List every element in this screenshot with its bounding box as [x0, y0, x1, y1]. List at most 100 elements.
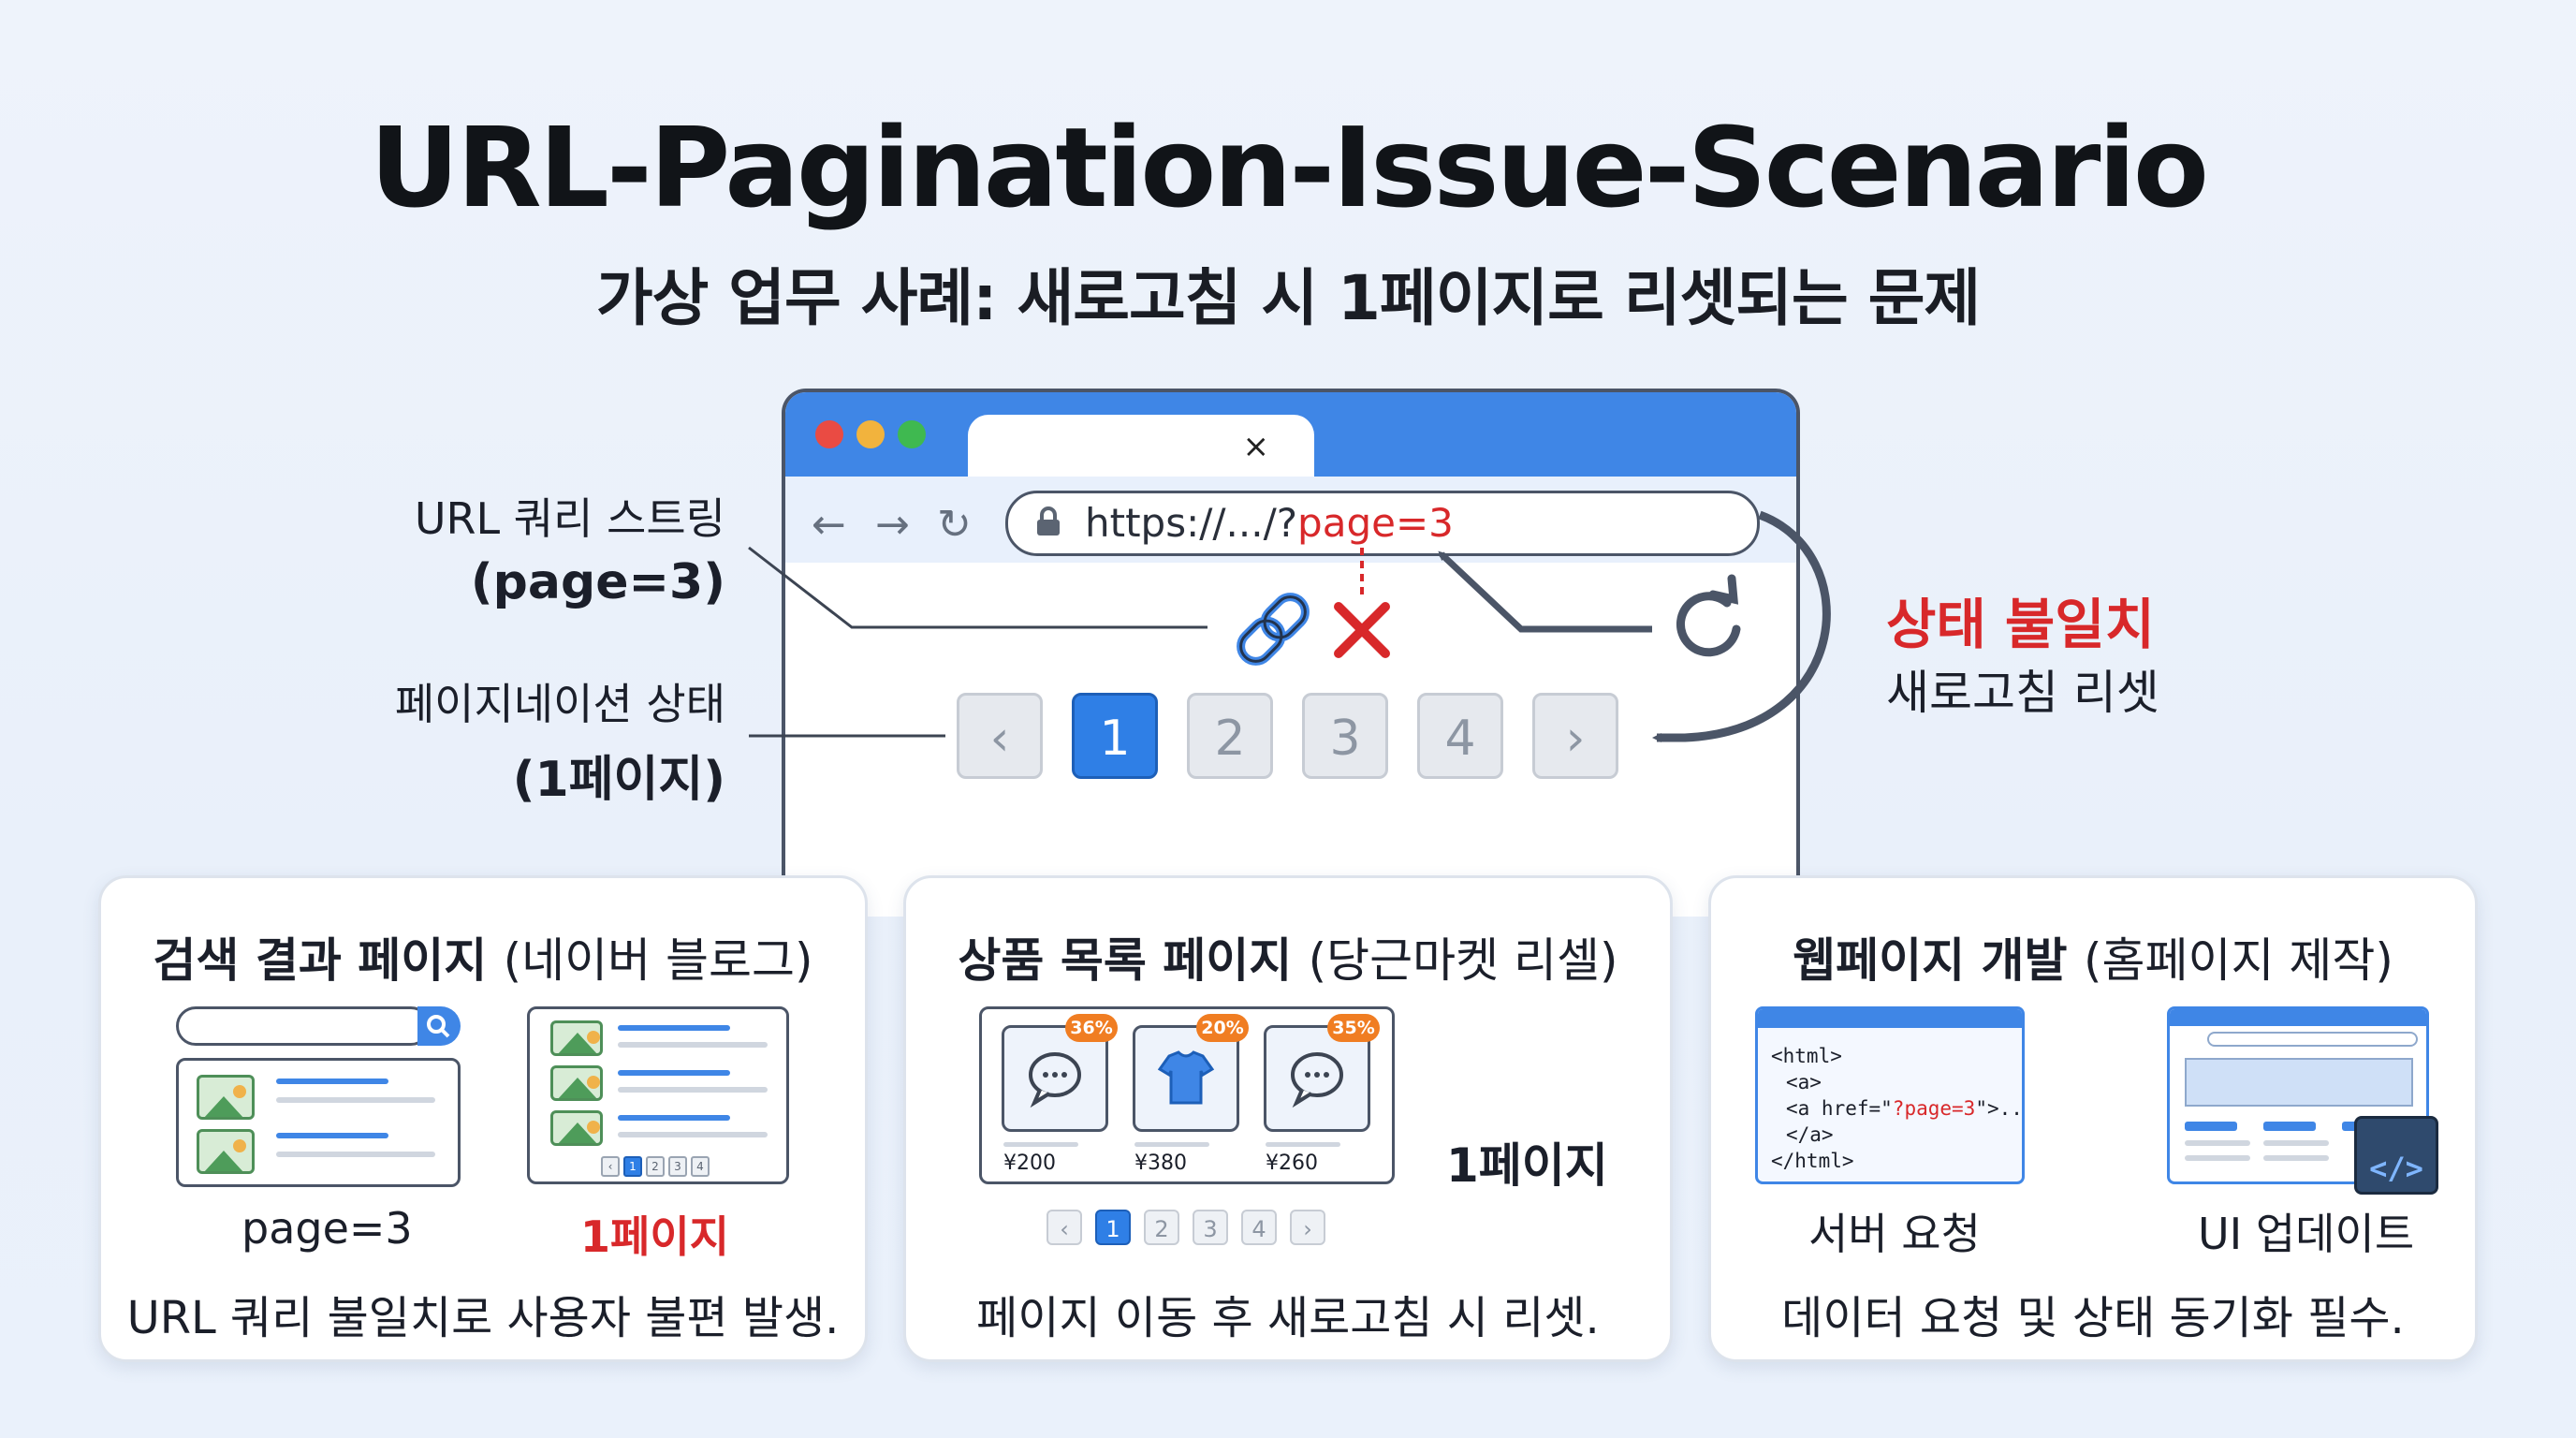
minimize-dot-icon[interactable]	[856, 420, 885, 448]
tshirt-icon	[1157, 1050, 1215, 1105]
search-icon[interactable]	[417, 1006, 461, 1046]
code-line: </html>	[1771, 1150, 1854, 1172]
product-name-line	[1266, 1142, 1340, 1147]
mini-page-1[interactable]: 1	[623, 1156, 642, 1177]
pagination-page-3[interactable]: 3	[1302, 693, 1388, 779]
product-price: ¥200	[1003, 1152, 1056, 1175]
image-icon	[197, 1075, 255, 1120]
result-title-line	[618, 1070, 730, 1076]
url-label-connector	[748, 546, 1208, 629]
url-query-text: page=3	[1297, 500, 1454, 546]
code-icon: </>	[2354, 1116, 2438, 1195]
url-base-text: https://.../?	[1085, 500, 1298, 546]
dev-card-title-paren: (홈페이지 제작)	[2083, 933, 2393, 988]
pagination-state-value: (1페이지)	[512, 752, 725, 808]
dev-card-title-main: 웹페이지 개발	[1793, 933, 2068, 988]
product-tile[interactable]	[1002, 1025, 1108, 1132]
browser-window: × ← → ↻ https://.../?page=3	[782, 389, 1800, 917]
result-title-line	[618, 1115, 730, 1121]
product-page-prev[interactable]: ‹	[1046, 1210, 1082, 1245]
code-line: <html>	[1771, 1045, 1842, 1067]
result-title-line	[276, 1133, 388, 1138]
reload-icon[interactable]: ↻	[937, 501, 972, 549]
search-card-title-main: 검색 결과 페이지	[153, 933, 488, 988]
result-title-line	[618, 1025, 730, 1031]
reset-curve-arrow	[1652, 510, 1831, 742]
product-tile[interactable]	[1264, 1025, 1370, 1132]
maximize-dot-icon[interactable]	[898, 420, 926, 448]
product-price: ¥260	[1266, 1152, 1318, 1175]
page-title: URL-Pagination-Issue-Scenario	[370, 103, 2209, 232]
mini-page-4[interactable]: 4	[691, 1156, 710, 1177]
pagination-prev-button[interactable]: ‹	[957, 693, 1043, 779]
tab-close-icon[interactable]: ×	[1242, 428, 1270, 465]
product-page-2[interactable]: 2	[1144, 1210, 1179, 1245]
result-text-line	[276, 1097, 435, 1103]
code-line: </a>	[1786, 1123, 1834, 1146]
server-request-label: 서버 요청	[1808, 1209, 1981, 1259]
flow-to-label: 1페이지	[580, 1211, 729, 1262]
ui-update-label: UI 업데이트	[2198, 1209, 2415, 1259]
product-page-next[interactable]: ›	[1290, 1210, 1325, 1245]
pagination-page-2[interactable]: 2	[1187, 693, 1273, 779]
refresh-icon	[1676, 574, 1741, 657]
code-editor-mock: <html> <a> <a href="?page=3">... </a> </…	[1755, 1006, 2025, 1184]
browser-tab[interactable]: ×	[968, 415, 1314, 480]
url-query-label: URL 쿼리 스트링	[414, 493, 725, 544]
chat-icon	[1029, 1052, 1081, 1108]
chat-icon	[1291, 1052, 1343, 1108]
pagination-page-1[interactable]: 1	[1072, 693, 1158, 779]
product-page-3[interactable]: 3	[1193, 1210, 1228, 1245]
search-card-title: 검색 결과 페이지 (네이버 블로그)	[101, 923, 865, 990]
pagination-state-annotation: 페이지네이션 상태 (1페이지)	[281, 670, 725, 810]
lock-icon	[1037, 506, 1060, 536]
result-text-line	[618, 1132, 768, 1137]
product-name-line	[1134, 1142, 1209, 1147]
mismatch-subtitle: 새로고침 리셋	[1886, 666, 2159, 720]
product-page-4[interactable]: 4	[1241, 1210, 1277, 1245]
code-line: <a href="?page=3">...	[1786, 1097, 2023, 1120]
url-query-annotation: URL 쿼리 스트링 (page=3)	[281, 485, 725, 610]
result-text-line	[618, 1042, 768, 1048]
pagination-next-button[interactable]: ›	[1532, 693, 1618, 779]
image-icon	[197, 1129, 255, 1174]
dev-card-caption: 데이터 요청 및 상태 동기화 필수.	[1781, 1292, 2405, 1344]
pagination-state-label: 페이지네이션 상태	[394, 679, 725, 729]
mismatch-x-icon	[1334, 602, 1390, 658]
broken-link-icon	[1237, 593, 1310, 666]
mini-page-3[interactable]: 3	[668, 1156, 687, 1177]
product-card-caption: 페이지 이동 후 새로고침 시 리셋.	[976, 1292, 1600, 1344]
mismatch-title: 상태 불일치	[1886, 593, 2155, 656]
dev-card-title: 웹페이지 개발 (홈페이지 제작)	[1711, 923, 2475, 990]
back-icon[interactable]: ←	[812, 501, 846, 549]
url-input[interactable]: https://.../?page=3	[1005, 491, 1760, 556]
reset-page-label: 1페이지	[1446, 1138, 1608, 1193]
product-tile[interactable]	[1133, 1025, 1239, 1132]
close-dot-icon[interactable]	[815, 420, 843, 448]
mini-page-2[interactable]: 2	[646, 1156, 665, 1177]
result-title-line	[276, 1078, 388, 1084]
search-card-title-paren: (네이버 블로그)	[503, 933, 813, 988]
product-price: ¥380	[1134, 1152, 1187, 1175]
code-line: <a>	[1786, 1071, 1822, 1093]
forward-icon[interactable]: →	[875, 501, 910, 549]
product-name-line	[1003, 1142, 1078, 1147]
product-card-title-main: 상품 목록 페이지	[958, 933, 1293, 988]
search-results-card: 검색 결과 페이지 (네이버 블로그) URL 쿼리 불일치로 사용자 불편 발…	[98, 875, 868, 1362]
search-bar-mock[interactable]	[176, 1006, 431, 1046]
page-subtitle: 가상 업무 사례: 새로고침 시 1페이지로 리셋되는 문제	[595, 262, 1981, 334]
discount-badge: 20%	[1196, 1014, 1249, 1042]
mini-page-prev[interactable]: ‹	[601, 1156, 620, 1177]
discount-badge: 36%	[1065, 1014, 1118, 1042]
image-icon	[550, 1110, 603, 1146]
product-card-title: 상품 목록 페이지 (당근마켓 리셀)	[906, 923, 1670, 990]
image-icon	[550, 1065, 603, 1101]
product-page-1[interactable]: 1	[1095, 1210, 1131, 1245]
url-query-value: (page=3)	[470, 554, 725, 610]
pagination-page-4[interactable]: 4	[1417, 693, 1503, 779]
result-text-line	[618, 1087, 768, 1093]
flow-from-label: page=3	[242, 1203, 413, 1254]
product-card-title-paren: (당근마켓 리셀)	[1308, 933, 1618, 988]
image-icon	[550, 1020, 603, 1056]
refresh-to-url-arrow	[1438, 550, 1652, 633]
